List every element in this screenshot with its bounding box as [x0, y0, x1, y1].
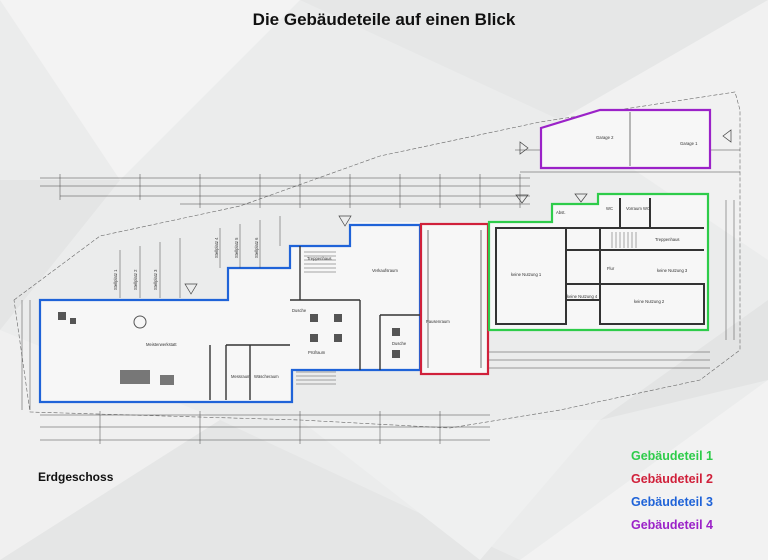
room-label-messraum: Messraum	[231, 374, 251, 379]
room-label-pausenraum: Pausenraum	[426, 319, 450, 324]
room-label-garage1: Garage 1	[680, 141, 698, 146]
legend-item-1: Gebäudeteil 1	[631, 449, 713, 463]
room-label-stellplatz-4: Stellplatz 4	[214, 237, 219, 258]
floor-label: Erdgeschoss	[38, 470, 114, 484]
dimension-lines	[21, 149, 740, 441]
room-label-verkaufsraum: Verkaufsraum	[372, 268, 398, 273]
entrance-markers	[184, 129, 732, 295]
room-label-stellplatz-2: Stellplatz 2	[133, 269, 138, 290]
room-label-meisterwerkstatt: Meisterwerkstatt	[146, 342, 177, 347]
room-label-flur: Flur	[607, 266, 615, 271]
room-label-stellplatz-3: Stellplatz 3	[153, 269, 158, 290]
building-part-3: Meisterwerkstatt Messraum Wäscheraum Prü…	[38, 216, 422, 404]
room-label-vorraum-wc: Vorraum WC	[626, 206, 650, 211]
room-label-stellplatz-1: Stellplatz 1	[113, 269, 118, 290]
legend-item-3: Gebäudeteil 3	[631, 495, 713, 509]
property-boundary	[13, 91, 741, 429]
room-label-keine-nutzung-1: keine Nutzung 1	[511, 272, 542, 277]
room-label-keine-nutzung-4: keine Nutzung 4	[567, 294, 598, 299]
building-part-1: keine Nutzung 1 keine Nutzung 2 keine Nu…	[487, 192, 710, 332]
room-label-stellplatz-5: Stellplatz 5	[234, 237, 239, 258]
room-label-keine-nutzung-3: keine Nutzung 3	[657, 268, 688, 273]
legend-item-4: Gebäudeteil 4	[631, 518, 713, 532]
room-label-waschraum: Wäscheraum	[254, 374, 279, 379]
page-title: Die Gebäudeteile auf einen Blick	[252, 10, 516, 29]
room-label-abst: Abst.	[556, 210, 566, 215]
room-label-keine-nutzung-2: keine Nutzung 2	[634, 299, 665, 304]
room-label-pruefraum: Prüfraum	[308, 350, 326, 355]
building-part-2: Pausenraum	[419, 222, 490, 376]
room-label-dusche-2: Dusche	[392, 341, 407, 346]
room-label-stellplatz-6: Stellplatz 6	[254, 237, 259, 258]
room-label-garage2: Garage 2	[596, 135, 614, 140]
room-label-treppenhaus: Treppenhaus	[655, 237, 680, 242]
room-label-treppenhaus-b: Treppenhaus	[307, 256, 332, 261]
room-label-dusche: Dusche	[292, 308, 307, 313]
room-label-wc: WC	[606, 206, 613, 211]
legend-item-2: Gebäudeteil 2	[631, 472, 713, 486]
building-part-4: Garage 2 Garage 1	[539, 108, 712, 170]
legend: Gebäudeteil 1 Gebäudeteil 2 Gebäudeteil …	[631, 448, 713, 533]
